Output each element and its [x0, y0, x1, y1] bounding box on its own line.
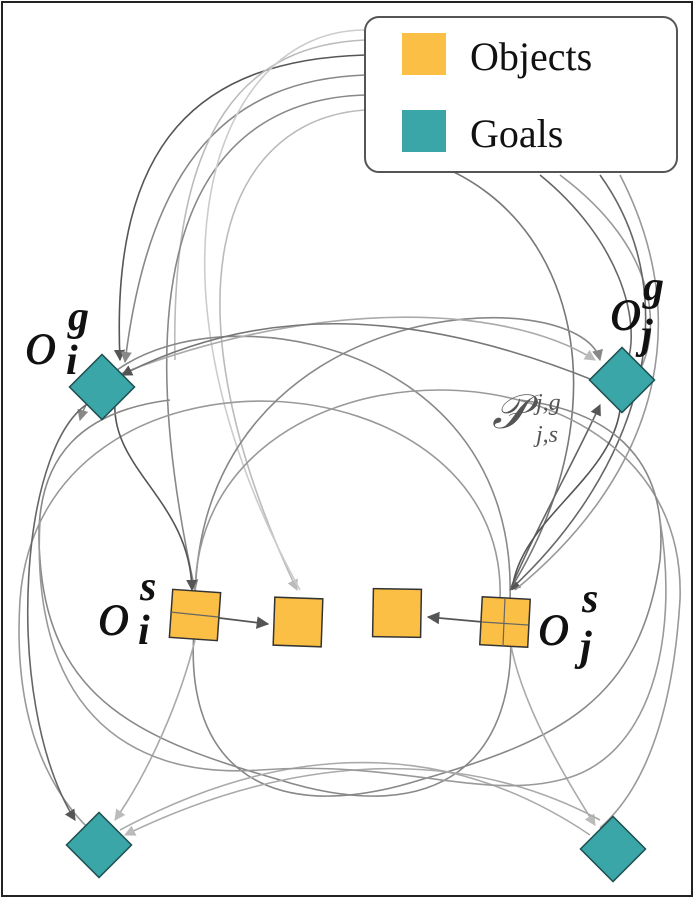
label-o-j-g-sup: g: [642, 264, 664, 310]
label-o-j-s-base: o: [538, 588, 570, 659]
object-node-j: [478, 595, 532, 649]
loop-right-large: [194, 316, 603, 601]
label-path-sub: j,s: [533, 422, 558, 448]
edge-top-to-goal-i-2: [120, 74, 366, 364]
goal-node-bottom-left: [65, 811, 133, 879]
goal-node-j: [588, 346, 656, 414]
edge-bottom-cross-1: [119, 761, 591, 836]
label-o-j-s-sup: s: [581, 576, 598, 622]
loop-left-to-bottom-goal: [26, 399, 96, 821]
label-o-i-s-base: o: [98, 578, 130, 649]
edge-top-right-to-goal-j-1: [539, 174, 632, 361]
label-o-j-s-sub: j: [574, 624, 592, 670]
object-node-j-target: [371, 587, 423, 639]
edge-path-obj-j-to-goal-j: [509, 403, 601, 591]
edge-obj-j-to-bottom-goal-right: [509, 639, 596, 826]
loop-right-large-2: [194, 389, 681, 829]
goal-node-bottom-right: [579, 815, 647, 883]
edge-top-right-to-obj-j-2: [514, 174, 659, 591]
edge-bottom-cross-2: [123, 767, 601, 836]
loop-goal-i-to-goal-j: [104, 316, 596, 381]
edges: [18, 29, 681, 836]
edge-top-to-obj-mid: [219, 109, 366, 592]
label-path-base: 𝒫: [492, 386, 539, 439]
loop-goal-j-to-goal-i: [121, 323, 606, 386]
loop-left-large: [77, 335, 511, 601]
label-o-i-g: o g i: [25, 294, 89, 384]
object-i-crossline: [169, 611, 219, 618]
loop-bottom-right: [38, 399, 512, 797]
label-path-j-s: 𝒫 j,g j,s: [492, 386, 561, 448]
legend-swatch-goals: [402, 110, 446, 152]
legend-label-goals: Goals: [470, 111, 563, 156]
edge-top-to-obj-j-3: [364, 149, 575, 591]
label-o-j-s: o s j: [538, 576, 598, 670]
label-o-i-s: o s i: [98, 564, 156, 654]
label-o-j-g: o g j: [610, 264, 664, 358]
edge-top-to-obj-i: [165, 94, 366, 592]
edge-top-to-goal-i-3: [174, 39, 366, 361]
label-o-i-g-sub: i: [66, 338, 78, 384]
label-o-j-g-base: o: [610, 273, 642, 344]
loop-bottom-left: [192, 399, 662, 797]
edge-obj-i-to-bottom-goal-left: [114, 639, 196, 821]
label-o-i-s-sup: s: [139, 564, 156, 610]
edge-top-right-to-goal-j-2: [559, 174, 652, 371]
object-j-crossline-v: [502, 597, 506, 647]
edge-top-to-goal-i-1: [113, 54, 366, 362]
object-node-i-target: [272, 596, 324, 648]
label-o-i-s-sub: i: [138, 608, 150, 654]
goal-node-i: [68, 353, 136, 421]
loop-left-large-2: [18, 400, 501, 836]
label-o-i-g-base: o: [25, 307, 57, 378]
edge-goal-j-to-obj-j: [511, 409, 621, 591]
edge-goal-i-to-obj-i: [114, 399, 198, 592]
loop-wide-bottom: [38, 519, 667, 787]
legend-label-objects: Objects: [470, 34, 592, 79]
edge-top-to-obj-mid-2: [203, 29, 366, 591]
legend: Objects Goals: [364, 16, 678, 173]
legend-swatch-objects: [402, 33, 446, 75]
label-o-i-g-sup: g: [67, 294, 89, 340]
object-j-crossline-h: [481, 621, 529, 626]
label-path-sup: j,g: [533, 390, 561, 416]
